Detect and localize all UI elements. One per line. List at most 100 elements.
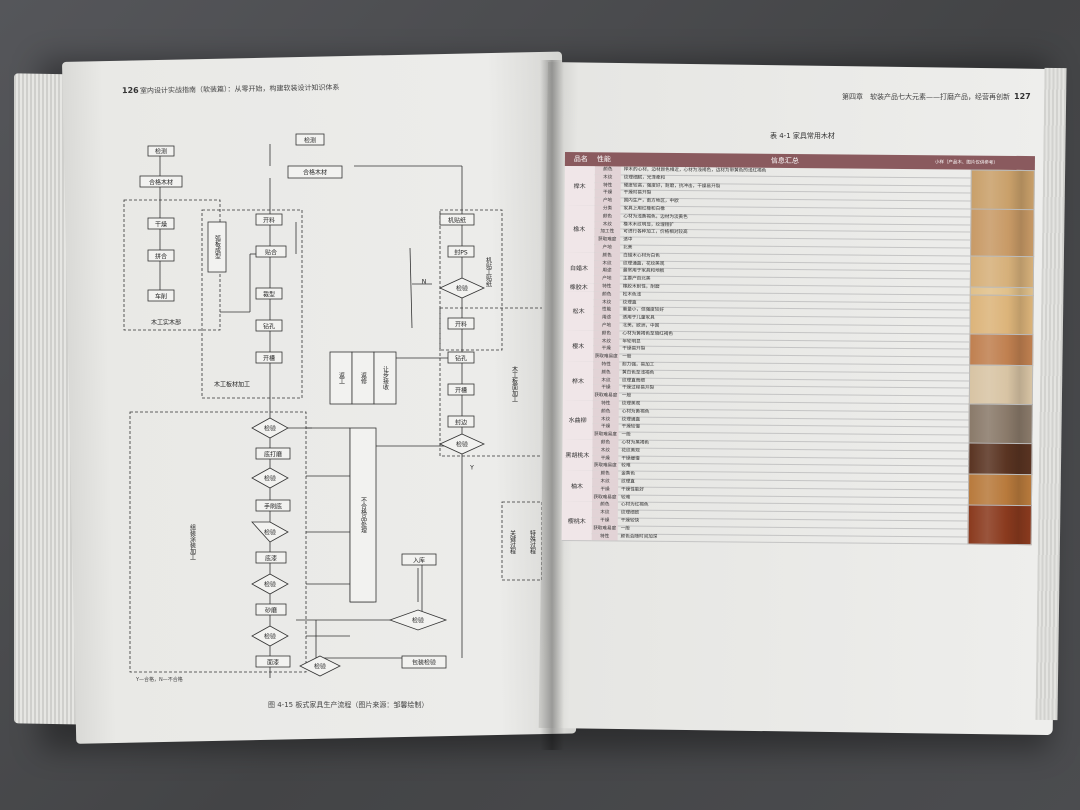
flow-legend-key: 关键过程 — [508, 530, 517, 554]
row-attr: 木纹 — [592, 509, 618, 517]
wood-name: 白蜡木 — [564, 252, 594, 284]
row-attr: 木纹 — [595, 174, 621, 182]
flow-group-board-surface: 木工板面加工 — [510, 366, 519, 402]
wood-name: 松木 — [563, 291, 593, 331]
row-value: 颜色会随时间加深 — [618, 533, 968, 544]
col-sample: 小样（产品木、图片仅供参考） — [935, 159, 998, 166]
right-page-header: 第四章 软装产品七大元素——打磨产品，经营再创新 — [842, 92, 1010, 102]
production-flowchart: 检测 合格木材 干燥 拼合 车削 木工实木部 检测 合格木材 开料 贴合 弧板成… — [112, 122, 542, 702]
flow-node-check-3: 检验 — [264, 528, 276, 537]
flow-node-check-6: 检验 — [314, 662, 326, 671]
flow-node-check-9: 检验 — [456, 440, 468, 449]
flow-node-qualified-wood-1: 合格木材 — [149, 178, 173, 187]
row-attr: 木纹 — [593, 416, 619, 424]
flow-node-check-1: 检验 — [264, 424, 276, 433]
row-attr: 颜色 — [592, 502, 618, 510]
flow-node-curved-board: 弧板成型 — [213, 235, 222, 259]
row-attr: 木纹 — [593, 377, 619, 385]
col-info: 信息汇总 — [635, 155, 935, 168]
flow-group-solid-wood: 木工实木部 — [151, 318, 181, 327]
flow-node-groove-2: 开槽 — [455, 386, 467, 395]
row-attr: 木纹 — [594, 260, 620, 268]
row-attr: 获取难易度 — [592, 494, 618, 502]
row-attr: 颜色 — [594, 291, 620, 299]
wood-sample-swatch — [970, 255, 1034, 288]
wood-sample-swatch — [970, 209, 1034, 257]
row-attr: 木纹 — [594, 299, 620, 307]
row-attr: 颜色 — [593, 408, 619, 416]
flow-node-check-8: 检验 — [456, 284, 468, 293]
row-attr: 产地 — [594, 275, 620, 283]
row-attr: 获取难易度 — [593, 392, 619, 400]
row-attr: 特性 — [594, 283, 620, 291]
flow-legend-special: 特殊过程 — [528, 530, 537, 554]
row-attr: 加工性 — [594, 229, 620, 237]
flow-node-cut: 开料 — [263, 216, 275, 225]
row-attr: 木纹 — [592, 447, 618, 455]
wood-sample-swatch — [969, 365, 1033, 406]
row-attr: 用途 — [594, 314, 620, 322]
col-attr: 性能 — [597, 154, 635, 164]
row-attr: 获取难易度 — [593, 353, 619, 361]
row-attr: 颜色 — [594, 252, 620, 260]
wood-table: 品名 性能 信息汇总 小样（产品木、图片仅供参考） 榉木颜色榉木的心材，边材颜色… — [562, 152, 1035, 544]
flow-node-check-4: 检验 — [264, 580, 276, 589]
book-gutter — [540, 60, 564, 750]
flow-node-join: 拼合 — [155, 252, 167, 261]
row-attr: 分类 — [594, 205, 620, 213]
flow-y-label: Y — [470, 465, 474, 472]
row-attr: 颜色 — [593, 369, 619, 377]
flow-node-cut-2: 开料 — [455, 320, 467, 329]
flow-node-pack-check: 包装检验 — [412, 658, 436, 667]
row-attr: 产地 — [593, 322, 619, 330]
row-attr: 颜色 — [592, 439, 618, 447]
flow-node-check-2: 检验 — [264, 474, 276, 483]
flow-node-machine-paper: 机贴纸 — [448, 216, 466, 225]
row-attr: 干燥 — [593, 424, 619, 432]
row-attr: 获取难度 — [594, 236, 620, 244]
row-attr: 干燥 — [592, 455, 618, 463]
wood-name: 黑胡桃木 — [562, 439, 592, 471]
row-attr: 颜色 — [595, 166, 621, 174]
wood-sample-swatch — [969, 333, 1033, 366]
row-attr: 获取难易度 — [592, 525, 618, 533]
flow-group-board: 木工板材加工 — [214, 380, 250, 389]
flow-node-qualified-wood-2: 合格木材 — [303, 168, 327, 177]
flow-node-base-sand: 底打磨 — [264, 450, 282, 459]
flow-node-hand-brush: 手刷底 — [264, 502, 282, 511]
flow-node-rework: 返工 — [337, 372, 346, 384]
flow-node-groove: 开槽 — [263, 354, 275, 363]
flow-node-topcoat: 面漆 — [267, 658, 279, 667]
wood-name: 橡木 — [564, 205, 594, 253]
row-attr: 木纹 — [593, 338, 619, 346]
table-title: 表 4-1 家具常用木材 — [770, 131, 835, 141]
flow-node-seal-ps: 封PS — [454, 248, 467, 257]
row-attr: 颜色 — [592, 470, 618, 478]
col-name: 品名 — [565, 154, 597, 164]
wood-name: 樱木 — [563, 330, 593, 362]
flow-node-repair: 返修 — [359, 372, 368, 384]
row-attr: 获取难易度 — [592, 463, 618, 471]
flow-node-inspect-1: 检测 — [155, 147, 167, 156]
flow-node-drill-2: 钻孔 — [455, 354, 467, 363]
flow-node-inspect-2: 检测 — [304, 136, 316, 145]
flow-node-warehouse: 入库 — [413, 556, 425, 565]
flow-node-laminate: 贴合 — [265, 248, 277, 257]
row-attr: 颜色 — [594, 213, 620, 221]
wood-sample-swatch — [969, 294, 1033, 335]
flow-node-check-5: 检验 — [264, 632, 276, 641]
flow-node-concession: 让步接收 — [381, 366, 390, 390]
row-attr: 特性 — [593, 361, 619, 369]
wood-name: 水曲柳 — [562, 400, 592, 440]
flow-node-dry: 干燥 — [155, 220, 167, 229]
row-attr: 木纹 — [594, 221, 620, 229]
row-attr: 干燥 — [595, 190, 621, 198]
wood-sample-swatch — [968, 505, 1032, 546]
row-attr: 特性 — [595, 182, 621, 190]
wood-name: 樱桃木 — [562, 501, 592, 541]
row-attr: 干燥 — [592, 517, 618, 525]
row-attr: 干燥 — [593, 346, 619, 354]
row-attr: 木纹 — [592, 478, 618, 486]
wood-sample-swatch — [968, 404, 1032, 445]
row-attr: 产地 — [595, 197, 621, 205]
